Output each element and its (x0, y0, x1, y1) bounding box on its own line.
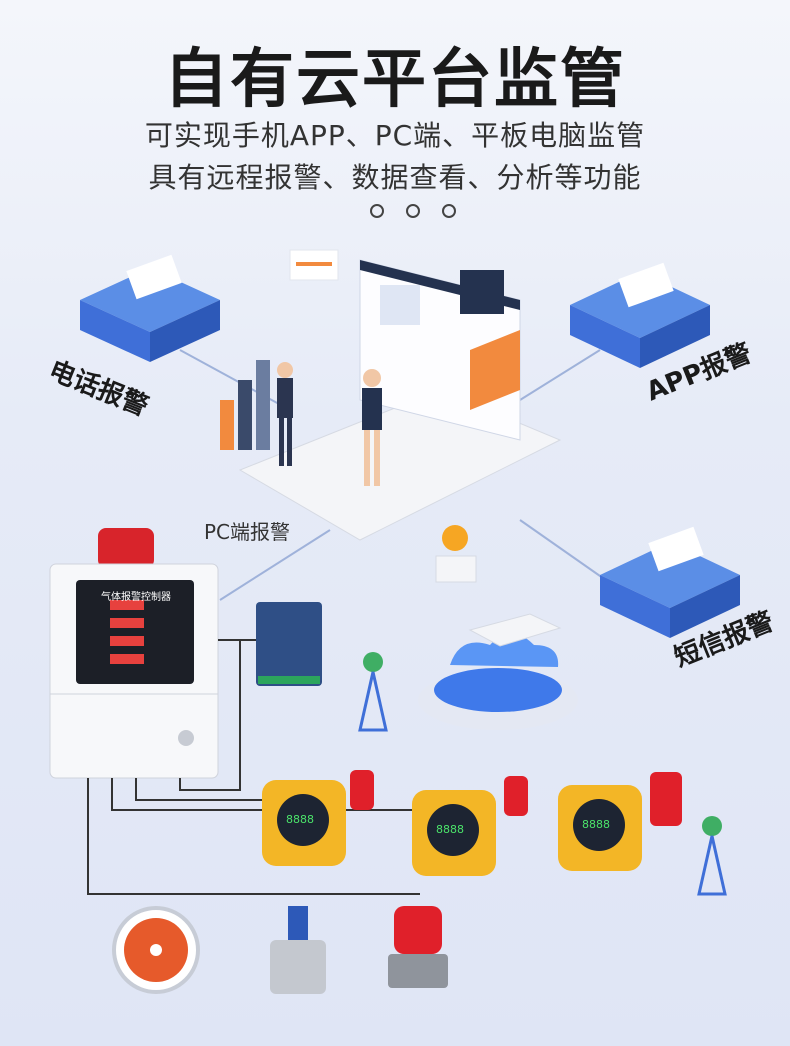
network-converter-icon (256, 602, 322, 686)
bar-chart-icon (220, 360, 270, 450)
antenna-icon (697, 816, 727, 896)
antenna-icon (358, 652, 388, 732)
person-icon (277, 362, 293, 466)
detector-display: 8888 (286, 813, 314, 826)
gas-alarm-controller (49, 528, 219, 779)
dot-icon (406, 204, 420, 218)
phone-alarm-server-icon (80, 254, 220, 362)
detector-display: 8888 (436, 823, 464, 836)
person-icon (362, 369, 382, 486)
gas-detector (558, 772, 682, 871)
dot-icon (442, 204, 456, 218)
lightbulb-icon (435, 525, 477, 583)
network-lines (179, 349, 621, 601)
knob-icon (178, 730, 194, 746)
strobe-light-icon (650, 772, 682, 826)
detector-display: 8888 (582, 818, 610, 831)
alarm-siren-icon (98, 528, 154, 568)
page-title: 自有云平台监管 (164, 43, 626, 117)
pc-alarm-label: PC端报警 (204, 520, 291, 544)
subtitle-line-2: 具有远程报警、数据查看、分析等功能 (148, 161, 642, 194)
gas-detector (262, 770, 374, 866)
dot-icon (370, 204, 384, 218)
gas-detector (412, 776, 528, 876)
sms-alarm-server-icon (600, 526, 740, 638)
controller-panel-title: 气体报警控制器 (101, 592, 171, 603)
solenoid-valve-icon (270, 906, 326, 994)
explosion-proof-light-icon (388, 906, 448, 988)
strobe-light-icon (350, 770, 374, 810)
laptop-icon (238, 249, 562, 541)
cloud-server-icon (418, 613, 578, 730)
decorative-dots (370, 204, 456, 218)
strobe-light-icon (504, 776, 528, 816)
app-alarm-server-icon (570, 262, 710, 368)
subtitle-line-1: 可实现手机APP、PC端、平板电脑监管 (144, 119, 646, 152)
exhaust-fan-icon (112, 906, 200, 994)
